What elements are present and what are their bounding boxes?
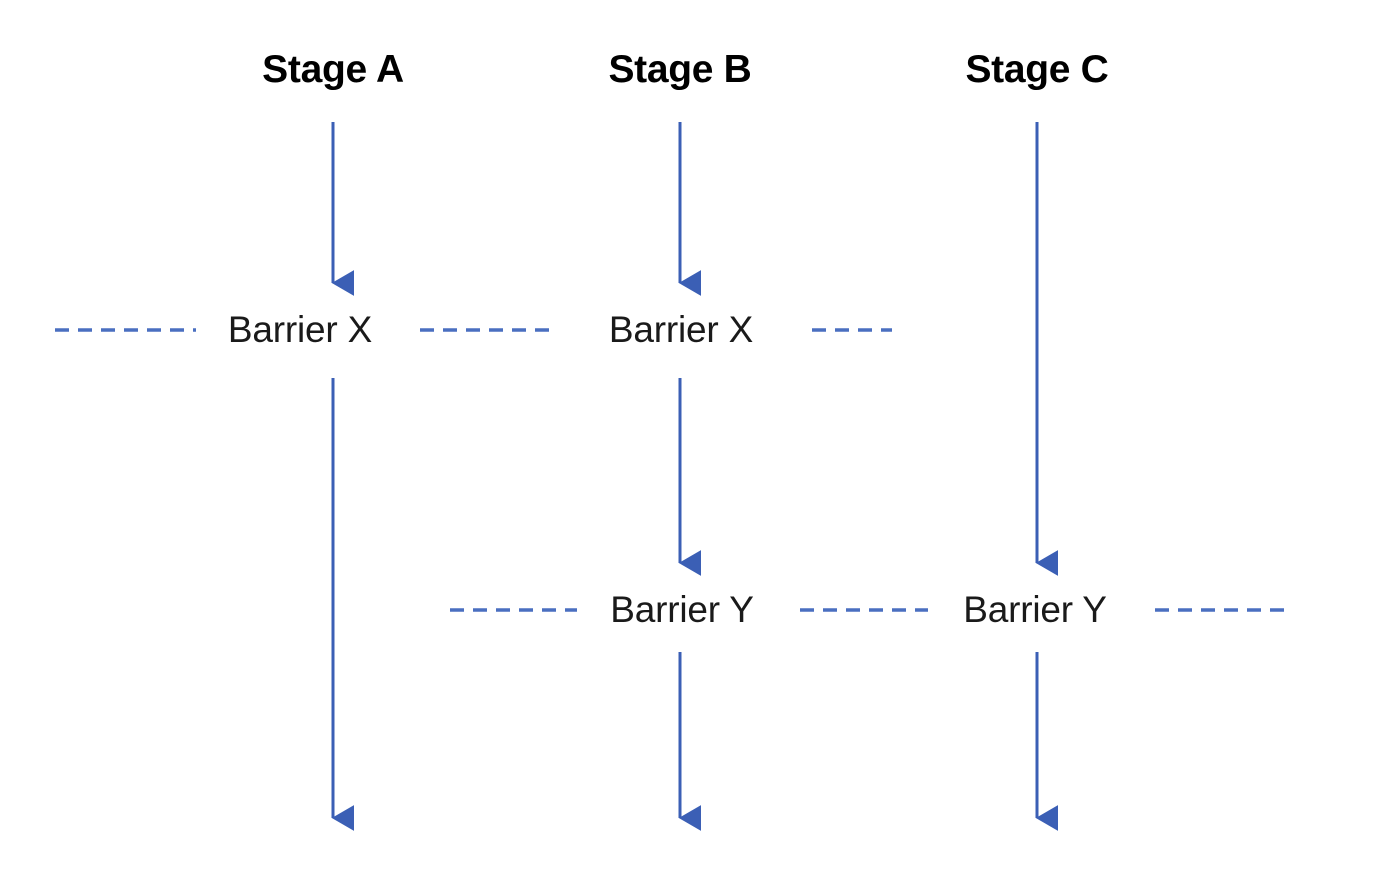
barrier-label-x-b: Barrier X: [598, 309, 764, 351]
arrow-group: [331, 122, 1059, 831]
stage-label-a: Stage A: [262, 48, 404, 91]
barrier-label-x-a: Barrier X: [217, 309, 383, 351]
stage-label-c: Stage C: [965, 48, 1109, 91]
barrier-label-y-c: Barrier Y: [953, 589, 1117, 631]
stage-label-b: Stage B: [608, 48, 752, 91]
barrier-label-y-b: Barrier Y: [600, 589, 764, 631]
dashed-link-group: [55, 328, 1287, 612]
